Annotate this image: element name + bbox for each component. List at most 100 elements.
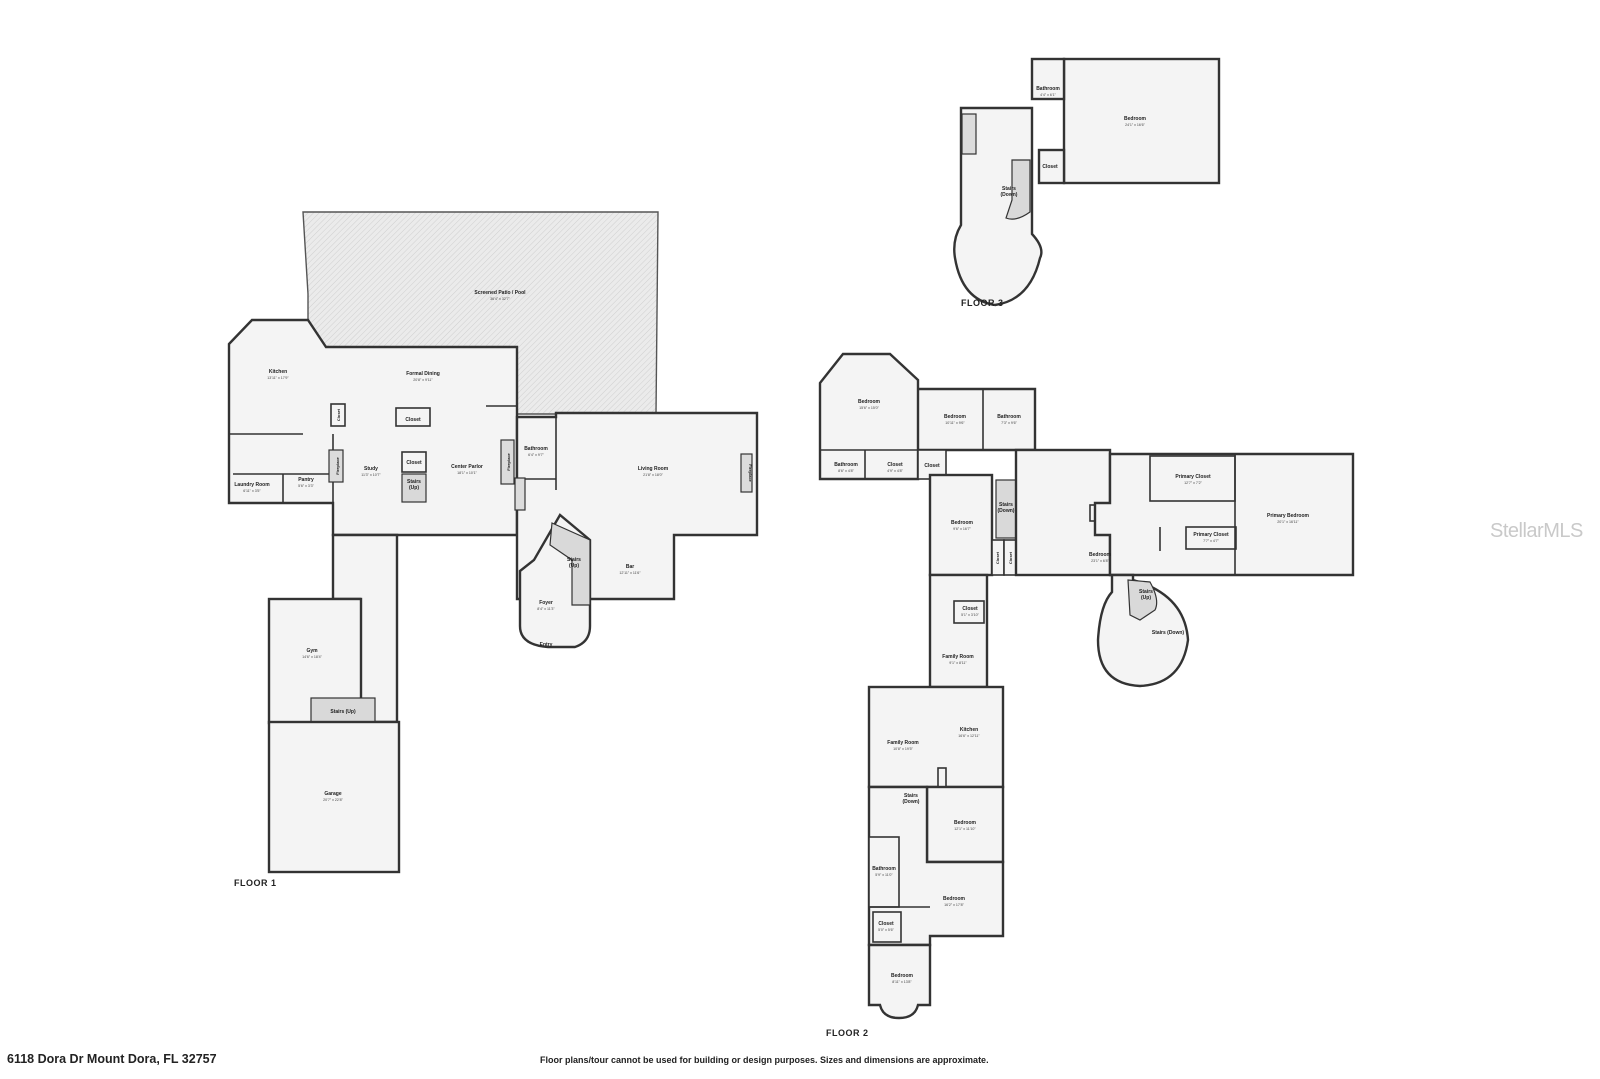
dims-bar: 12'11" x 11'6" <box>619 571 641 575</box>
f2-bedroom-s3-walls <box>867 943 932 1020</box>
label-f3-stairs: Stairs <box>1002 186 1016 192</box>
label-f2-primary-bedroom: Primary Bedroom <box>1267 513 1310 519</box>
floor-1-label: FLOOR 1 <box>234 878 277 888</box>
dims-study: 11'3" x 10'7" <box>361 473 381 477</box>
dims-f2-primary-bedroom: 20'1" x 16'11" <box>1277 520 1299 524</box>
f2-bedroom-s1-walls <box>925 785 1005 864</box>
dims-f2-primary-closet2: 7'7" x 4'7" <box>1203 539 1219 543</box>
label-gym: Gym <box>306 648 318 654</box>
label-fireplace-a: Fireplace <box>335 456 340 474</box>
dims-f2-bathroom-w: 8'6" x 4'8" <box>838 469 854 473</box>
label-f2-bedroom-mid: Bedroom <box>951 520 974 526</box>
dims-f2-bedroom-nw: 15'6" x 15'0" <box>859 406 879 410</box>
dims-f2-closet-s: 5'1" x 3'10" <box>961 613 979 617</box>
label-living-room: Living Room <box>638 466 669 472</box>
label-closet-c: Closet <box>406 460 422 466</box>
dims-f2-primary-closet: 12'7" x 7'2" <box>1184 481 1202 485</box>
label-f2-stairs-down2: Stairs (Down) <box>1152 630 1185 636</box>
dims-f2-family-room-1: 9'1" x 8'11" <box>949 661 967 665</box>
label-screened-patio: Screened Patio / Pool <box>474 290 526 296</box>
dims-f2-bedroom-s1: 12'1" x 11'10" <box>954 827 976 831</box>
floor-2-label: FLOOR 2 <box>826 1028 869 1038</box>
dims-f2-bedroom-n: 10'11" x 9'6" <box>945 421 965 425</box>
label-f3-closet: Closet <box>1042 164 1058 170</box>
garage-walls <box>267 720 401 874</box>
label-f2-closet-s: Closet <box>962 606 978 612</box>
floor-1: Screened Patio / Pool 36'4" x 32'7" Kitc… <box>227 211 759 888</box>
label-closet-b: Closet <box>405 417 421 423</box>
label-f2-family-room-1: Family Room <box>942 654 974 660</box>
dims-f3-bathroom: 4'4" x 6'1" <box>1040 93 1056 97</box>
label-f2-bedroom-nw: Bedroom <box>858 399 881 405</box>
dims-f2-closet-s2: 5'0" x 5'6" <box>878 928 894 932</box>
disclaimer-text: Floor plans/tour cannot be used for buil… <box>540 1055 989 1065</box>
f2-tower-walls <box>1096 573 1190 688</box>
dims-f2-bathroom-n: 7'3" x 9'6" <box>1001 421 1017 425</box>
floor3-closet-walls <box>1037 148 1066 185</box>
label-center-parlor: Center Parlor <box>451 464 483 470</box>
label-f2-stairs-down-sub: (Down) <box>998 508 1015 514</box>
label-f2-stairs-down: Stairs <box>999 502 1013 508</box>
dims-foyer: 8'4" x 11'3" <box>537 607 555 611</box>
label-bar: Bar <box>626 564 634 570</box>
label-gym-stairs: Stairs (Up) <box>330 709 356 715</box>
label-f2-stairs-up: Stairs <box>1139 589 1153 595</box>
label-f2-bedroom-s3: Bedroom <box>891 973 914 979</box>
floor-2: Bedroom 15'6" x 15'0" Bedroom 10'11" x 9… <box>818 352 1355 1038</box>
label-f2-stairs-down3: Stairs <box>904 793 918 799</box>
label-f2-kitchen: Kitchen <box>960 727 978 733</box>
label-f3-stairs-sub: (Down) <box>1001 192 1018 198</box>
label-f3-bathroom: Bathroom <box>1036 86 1060 92</box>
label-fireplace-b: Fireplace <box>506 452 511 470</box>
dims-garage: 20'7" x 22'8" <box>323 798 343 802</box>
floor3-bathroom-walls <box>1030 57 1066 101</box>
dims-pantry: 5'6" x 3'3" <box>298 484 314 488</box>
dims-screened-patio: 36'4" x 32'7" <box>490 297 510 301</box>
label-closet-a: Closet <box>336 408 341 421</box>
f2-kitchen-family-walls <box>867 685 1005 789</box>
label-f2-stairs-up-sub: (Up) <box>1141 595 1151 601</box>
label-f2-bedroom-n: Bedroom <box>944 414 967 420</box>
label-bathroom: Bathroom <box>524 446 548 452</box>
dims-f2-bedroom-mid: 9'6" x 16'7" <box>953 527 971 531</box>
label-garage: Garage <box>324 791 341 797</box>
label-f2-closet-v1: Closet <box>995 551 1000 564</box>
label-f2-closet-w2: Closet <box>924 463 940 469</box>
label-kitchen: Kitchen <box>269 369 287 375</box>
floor-3-label: FLOOR 3 <box>961 298 1004 308</box>
dims-f2-closet-w: 4'9" x 4'8" <box>887 469 903 473</box>
f2-mid-bedroom-walls <box>928 473 994 577</box>
dims-f2-bedroom-s2: 16'2" x 17'8" <box>944 903 964 907</box>
dims-center-parlor: 18'1" x 10'1" <box>457 471 477 475</box>
f2-spine-walls <box>928 573 989 689</box>
floor3-bedroom-walls <box>1062 57 1221 185</box>
dims-gym: 14'6" x 18'4" <box>302 655 322 659</box>
label-f2-bedroom-center: Bedroom <box>1089 552 1112 558</box>
label-fireplace-c: Fireplace <box>748 464 753 482</box>
label-study: Study <box>364 466 378 472</box>
label-f2-bathroom-n: Bathroom <box>997 414 1021 420</box>
label-pantry: Pantry <box>298 477 314 483</box>
label-f2-bathroom-w: Bathroom <box>834 462 858 468</box>
label-f2-bedroom-s2: Bedroom <box>943 896 966 902</box>
f2-nw-cluster-walls <box>818 352 1037 481</box>
dims-f2-bedroom-s3: 8'11" x 13'8" <box>892 980 912 984</box>
label-formal-dining: Formal Dining <box>406 371 440 377</box>
label-f3-bedroom: Bedroom <box>1124 116 1147 122</box>
label-f2-family-room-2: Family Room <box>887 740 919 746</box>
dims-kitchen: 13'11" x 17'9" <box>267 376 289 380</box>
property-address: 6118 Dora Dr Mount Dora, FL 32757 <box>7 1052 217 1066</box>
dims-laundry-room: 6'11" x 3'5" <box>243 489 261 493</box>
label-f2-closet-v2: Closet <box>1008 551 1013 564</box>
watermark: StellarMLS <box>1490 520 1583 542</box>
label-f2-bedroom-s1: Bedroom <box>954 820 977 826</box>
label-foyer-stairs: Stairs <box>567 557 581 563</box>
floor3-tower-walls <box>953 106 1043 307</box>
label-f2-closet-s2: Closet <box>878 921 894 927</box>
dims-f2-kitchen: 16'6" x 12'11" <box>958 734 980 738</box>
label-foyer: Foyer <box>539 600 553 606</box>
label-f2-primary-closet2: Primary Closet <box>1193 532 1229 538</box>
label-f2-bathroom-s: Bathroom <box>872 866 896 872</box>
floor-3: Bathroom 4'4" x 6'1" Bedroom 24'1" x 16'… <box>953 57 1221 308</box>
dims-formal-dining: 20'8" x 9'11" <box>413 378 433 382</box>
